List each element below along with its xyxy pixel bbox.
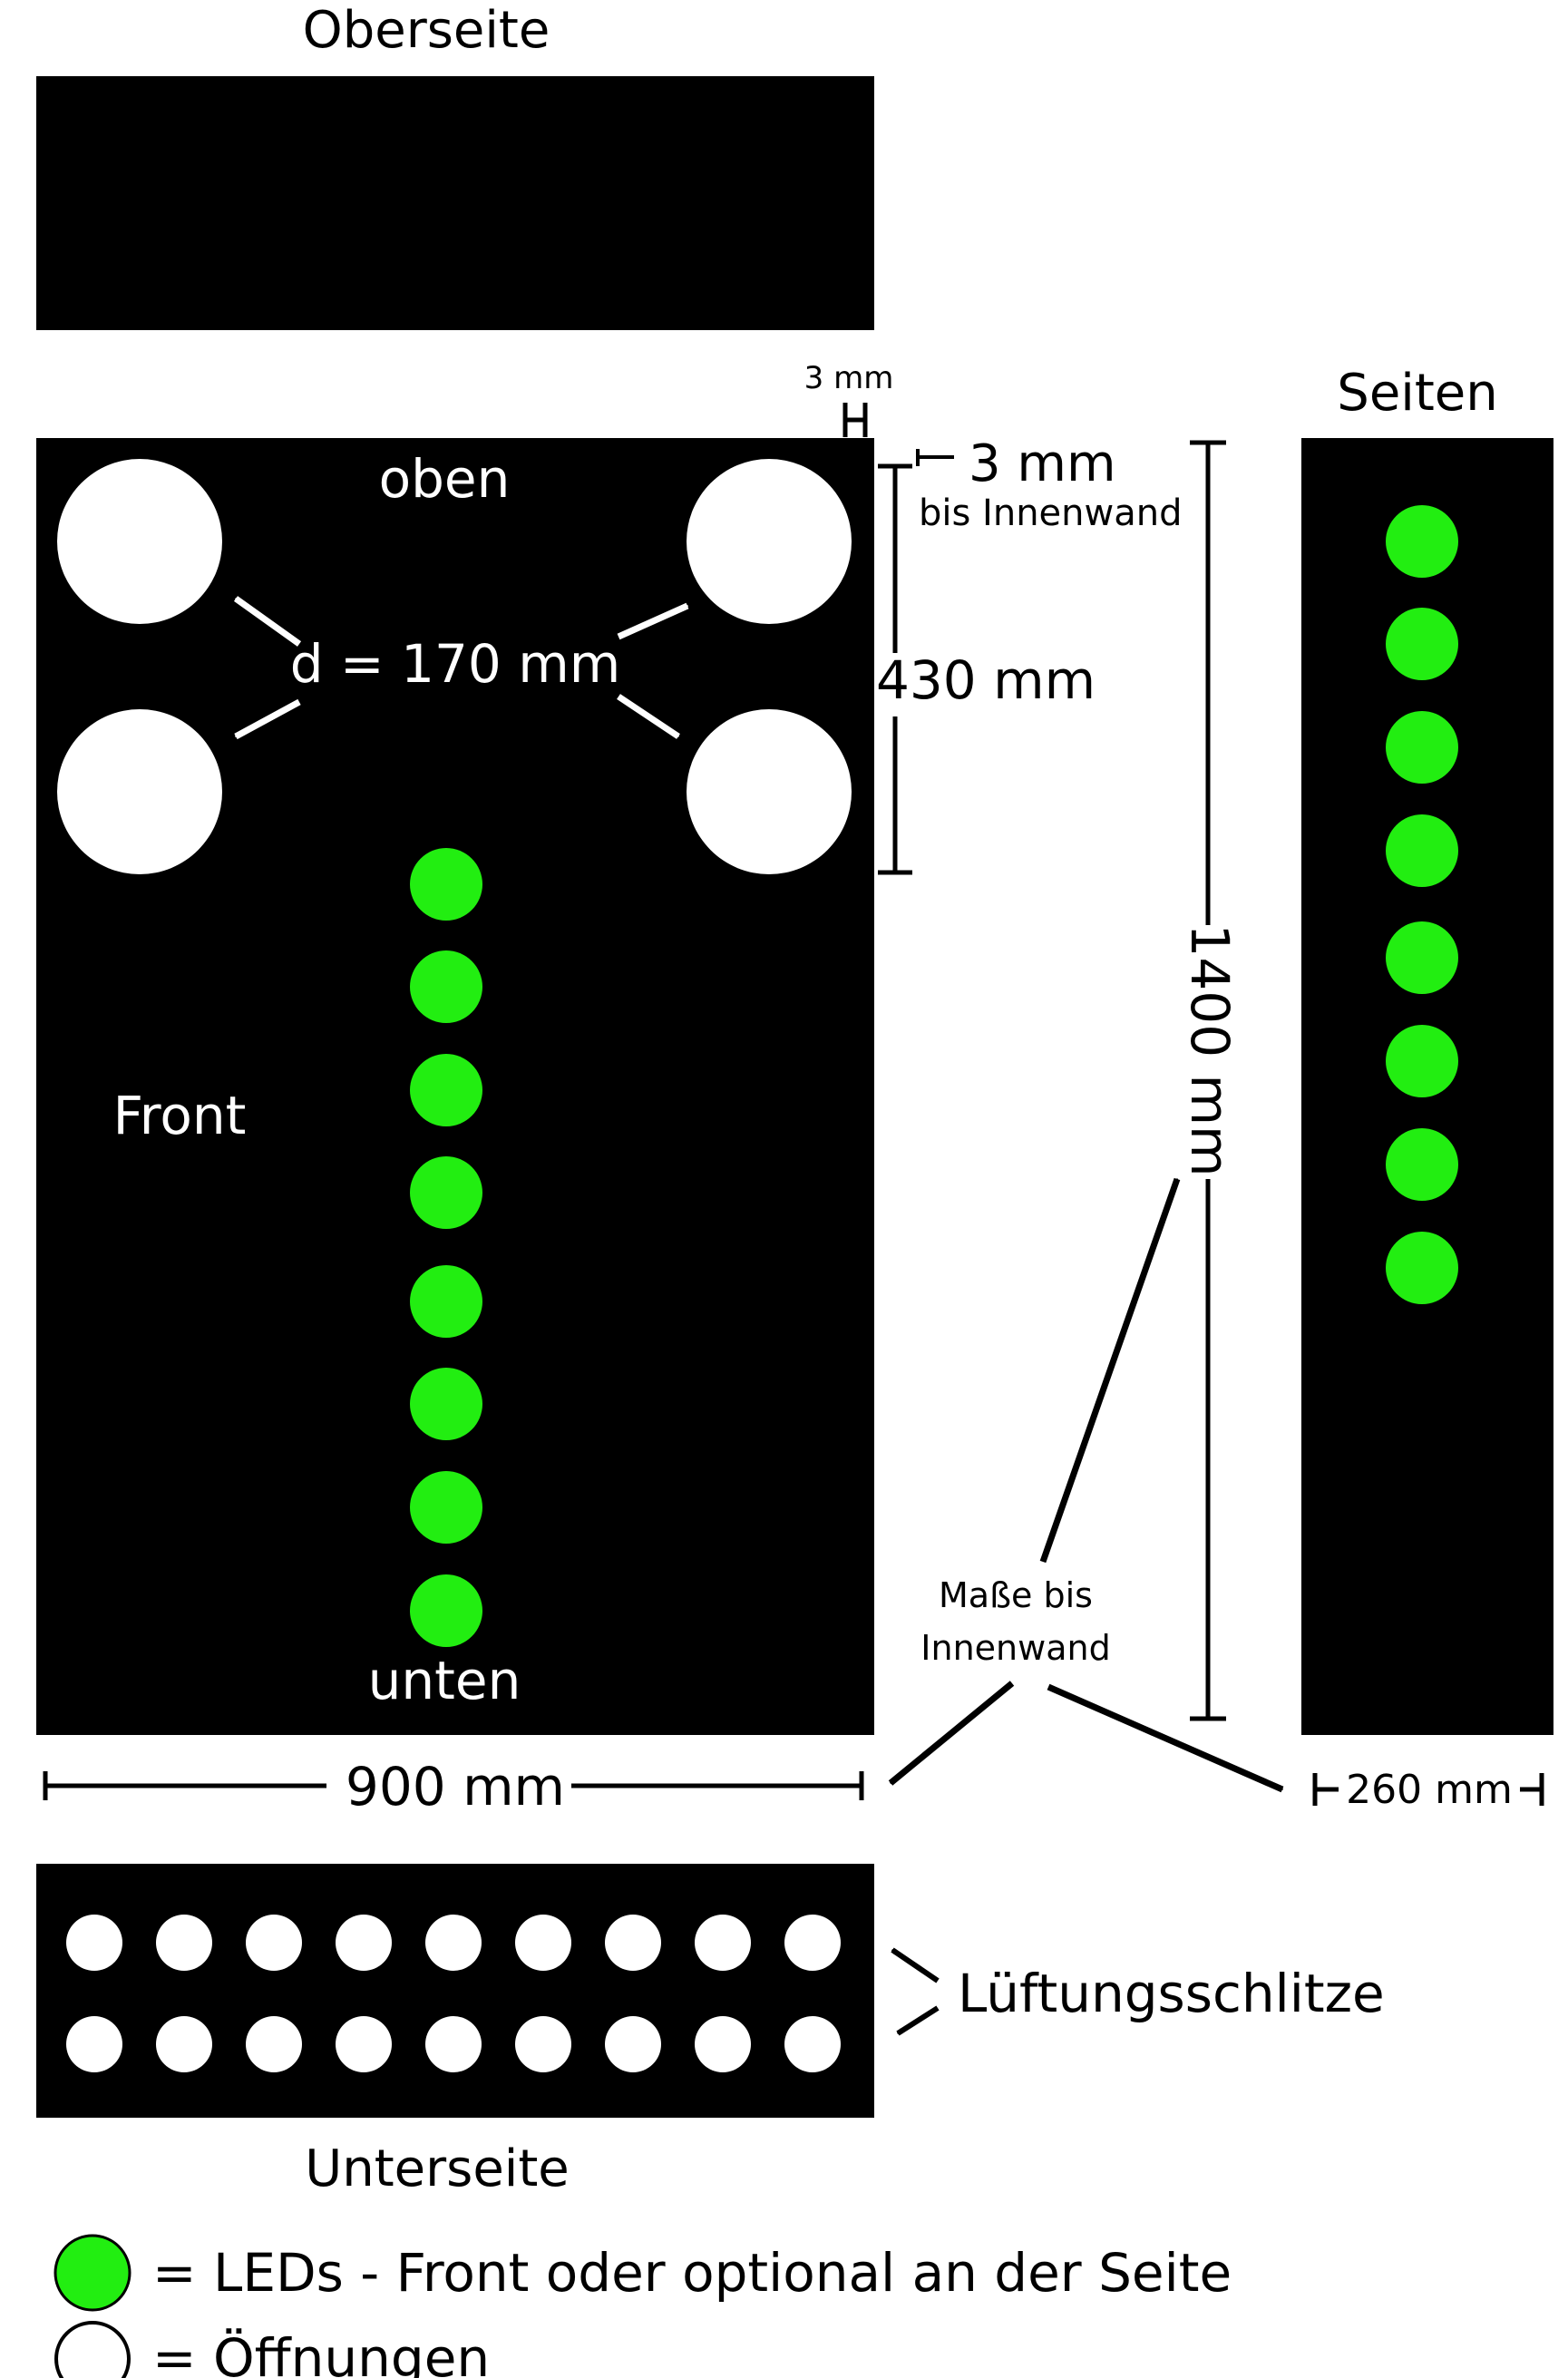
inner-wall-note-line2: Innenwand xyxy=(920,1628,1110,1668)
bottom-panel xyxy=(36,1864,874,2118)
front-led xyxy=(410,1054,482,1126)
vents-arrow xyxy=(892,1947,940,1983)
vent-hole xyxy=(515,1915,571,1971)
vent-hole xyxy=(425,1915,482,1971)
front-led xyxy=(410,1156,482,1229)
inner-wall-note-line1: Maße bis xyxy=(939,1575,1093,1615)
front-led xyxy=(410,848,482,921)
front-opening xyxy=(687,459,852,624)
side-led xyxy=(1386,1025,1458,1097)
total-width-dimension xyxy=(43,1771,864,1800)
total-width-label: 900 mm xyxy=(346,1756,565,1818)
diameter-arrow xyxy=(233,596,302,647)
vent-hole xyxy=(784,2016,841,2072)
diameter-arrow xyxy=(236,698,301,740)
front-label: Front xyxy=(113,1085,247,1146)
total-height-label: 1400 mm xyxy=(1179,923,1241,1176)
wall-gap-top-label: 3 mm xyxy=(804,360,894,396)
hole-zone-bracket xyxy=(878,463,912,875)
sides-panel-title: Seiten xyxy=(1337,364,1497,423)
front-top-label: oben xyxy=(379,448,511,510)
hole-zone-height-label: 430 mm xyxy=(876,649,1096,711)
vent-hole xyxy=(425,2016,482,2072)
front-opening xyxy=(687,709,852,874)
hole-diameter-label: d = 170 mm xyxy=(290,633,620,695)
top-panel xyxy=(36,76,874,330)
wall-gap-right-marker xyxy=(916,449,954,466)
wall-gap-right-label: 3 mm xyxy=(969,434,1116,493)
note-arrow xyxy=(1039,1179,1181,1564)
legend-led-swatch xyxy=(54,2234,131,2312)
vent-hole xyxy=(66,2016,122,2072)
vent-hole xyxy=(695,1915,751,1971)
legend: = LEDs - Front oder optional an der Seit… xyxy=(54,2234,1232,2378)
vents-label: Lüftungsschlitze xyxy=(958,1963,1385,2024)
side-depth-dimension xyxy=(1312,1773,1544,1806)
side-led xyxy=(1386,505,1458,578)
vent-hole xyxy=(156,2016,212,2072)
vent-grid xyxy=(66,1915,841,2072)
diameter-arrow xyxy=(617,694,680,739)
side-led xyxy=(1386,1232,1458,1304)
note-arrow xyxy=(1047,1683,1282,1793)
wall-gap-right-note: bis Innenwand xyxy=(919,492,1183,534)
side-depth-label: 260 mm xyxy=(1346,1767,1513,1813)
vent-hole xyxy=(605,2016,661,2072)
front-led-column xyxy=(410,848,482,1647)
top-panel-title: Oberseite xyxy=(303,1,550,60)
side-led xyxy=(1386,608,1458,680)
vents-arrow xyxy=(898,2005,940,2036)
vent-hole xyxy=(336,1915,392,1971)
side-led xyxy=(1386,711,1458,784)
front-led xyxy=(410,1265,482,1338)
front-led xyxy=(410,1574,482,1647)
vent-hole xyxy=(246,2016,302,2072)
side-led xyxy=(1386,921,1458,994)
front-led xyxy=(410,1471,482,1544)
bottom-panel-title: Unterseite xyxy=(305,2139,570,2198)
vent-hole xyxy=(66,1915,122,1971)
legend-led-text: = LEDs - Front oder optional an der Seit… xyxy=(152,2242,1232,2304)
note-arrow xyxy=(888,1681,1015,1786)
vent-hole xyxy=(695,2016,751,2072)
diameter-arrow xyxy=(617,602,687,640)
front-opening xyxy=(57,709,222,874)
vent-hole xyxy=(515,2016,571,2072)
vent-hole xyxy=(336,2016,392,2072)
front-bottom-label: unten xyxy=(368,1650,521,1711)
front-led xyxy=(410,950,482,1023)
wall-gap-top-marker xyxy=(842,403,868,437)
legend-opening-text: = Öffnungen xyxy=(152,2327,490,2378)
side-led xyxy=(1386,814,1458,887)
vent-hole xyxy=(246,1915,302,1971)
legend-opening-swatch xyxy=(54,2321,131,2378)
total-height-dimension xyxy=(1190,440,1226,1721)
vent-hole xyxy=(156,1915,212,1971)
front-opening xyxy=(57,459,222,624)
front-led xyxy=(410,1368,482,1440)
vent-hole xyxy=(605,1915,661,1971)
vent-hole xyxy=(784,1915,841,1971)
side-led-column xyxy=(1386,505,1458,1304)
side-led xyxy=(1386,1128,1458,1201)
